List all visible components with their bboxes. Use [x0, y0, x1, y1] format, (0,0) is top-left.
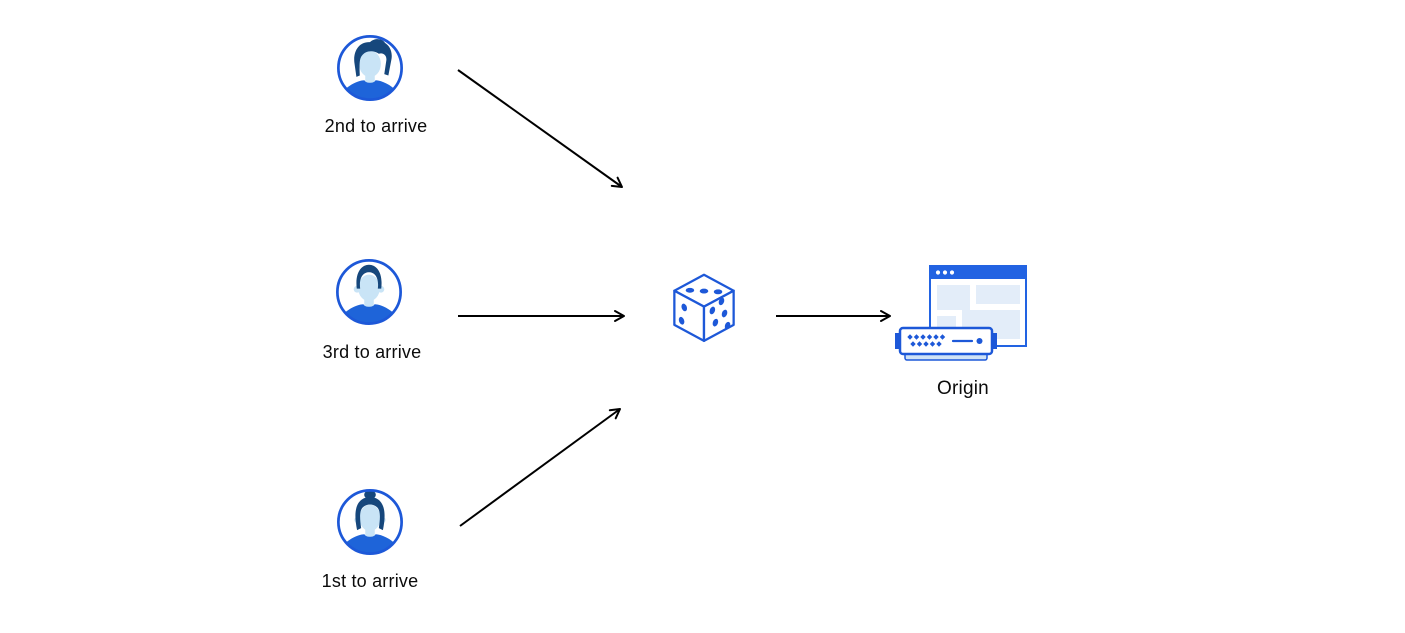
origin-server-icon: [895, 265, 1027, 361]
user-avatar-man-pompadour-icon: [337, 35, 403, 101]
dice-node: [666, 270, 742, 359]
client-1st-node: [336, 488, 404, 561]
client-2nd-label: 2nd to arrive: [324, 116, 428, 136]
server-box: [895, 326, 997, 361]
client-1st-label: 1st to arrive: [321, 571, 419, 591]
client-2nd-node: [336, 34, 404, 107]
dice-icon: [673, 273, 735, 343]
origin-node: [893, 258, 1033, 373]
user-avatar-man-short-hair-icon: [336, 259, 402, 325]
user-avatar-woman-bun-icon: [337, 489, 403, 555]
origin-label: Origin: [937, 378, 989, 399]
arrow-client2-to-dice: [457, 69, 623, 188]
client-3rd-label: 3rd to arrive: [322, 342, 422, 362]
arrow-client1-to-dice: [459, 408, 621, 527]
client-3rd-node: [335, 258, 403, 331]
